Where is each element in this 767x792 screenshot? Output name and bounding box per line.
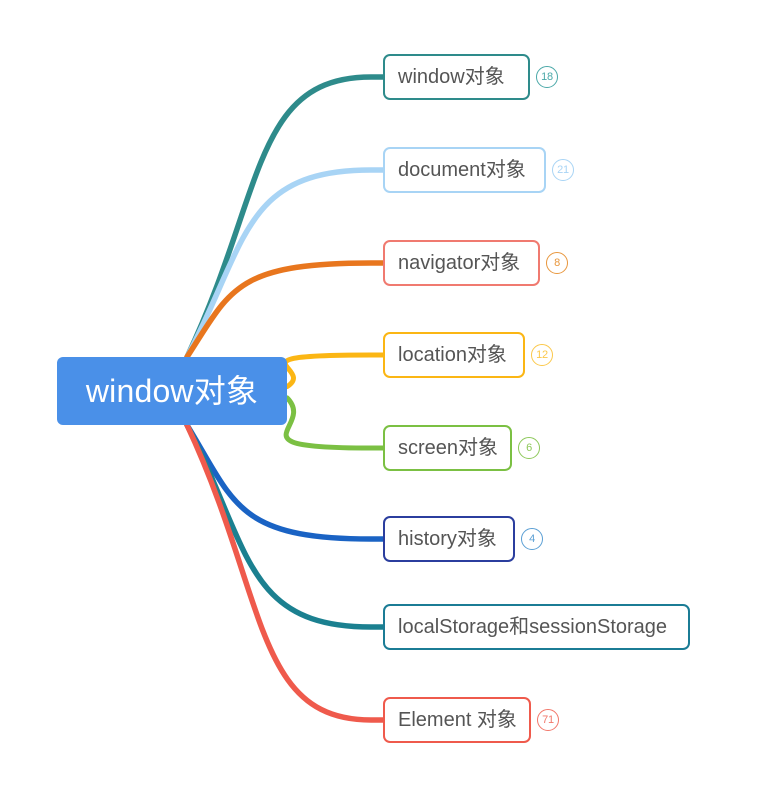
topic-node-history[interactable]: history对象 4	[383, 516, 543, 562]
topic-node-screen[interactable]: screen对象 6	[383, 425, 540, 471]
topic-badge-count: 8	[554, 256, 560, 269]
topic-badge: 4	[521, 528, 543, 550]
topic-badge: 6	[518, 437, 540, 459]
topic-label: localStorage和sessionStorage	[398, 616, 668, 638]
topic-badge: 18	[536, 66, 558, 88]
topic-label: document对象	[398, 159, 526, 181]
root-node-window[interactable]: window对象	[57, 357, 287, 425]
topic-badge-count: 71	[542, 713, 554, 726]
topic-badge-count: 12	[536, 348, 548, 361]
connector-1	[184, 167, 386, 360]
topic-node-location[interactable]: location对象 12	[383, 332, 553, 378]
topic-node-element[interactable]: Element 对象 71	[383, 697, 559, 743]
connector-2	[184, 260, 386, 360]
topic-badge-count: 18	[541, 70, 553, 83]
topic-label: Element 对象	[398, 709, 517, 731]
topic-node-window[interactable]: window对象 18	[383, 54, 558, 100]
topic-label: history对象	[398, 528, 497, 550]
topic-node-storage[interactable]: localStorage和sessionStorage	[383, 604, 690, 650]
topic-badge: 12	[531, 344, 553, 366]
root-node-label: window对象	[85, 373, 259, 409]
connector-7	[184, 422, 386, 723]
topic-badge: 21	[552, 159, 574, 181]
connector-5	[184, 422, 386, 542]
topic-badge: 71	[537, 709, 559, 731]
topic-node-document[interactable]: document对象 21	[383, 147, 574, 193]
connector-6	[184, 422, 386, 630]
connector-3	[282, 352, 386, 390]
topic-node-navigator[interactable]: navigator对象 8	[383, 240, 568, 286]
topic-badge-count: 21	[557, 163, 569, 176]
topic-badge: 8	[546, 252, 568, 274]
topic-badge-count: 6	[526, 441, 532, 454]
topic-label: window对象	[398, 66, 505, 88]
topic-label: screen对象	[398, 437, 499, 459]
topic-badge-count: 4	[529, 532, 535, 545]
connector-4	[283, 395, 386, 451]
topic-label: navigator对象	[398, 252, 521, 274]
topic-label: location对象	[398, 344, 507, 366]
connector-0	[184, 74, 386, 360]
